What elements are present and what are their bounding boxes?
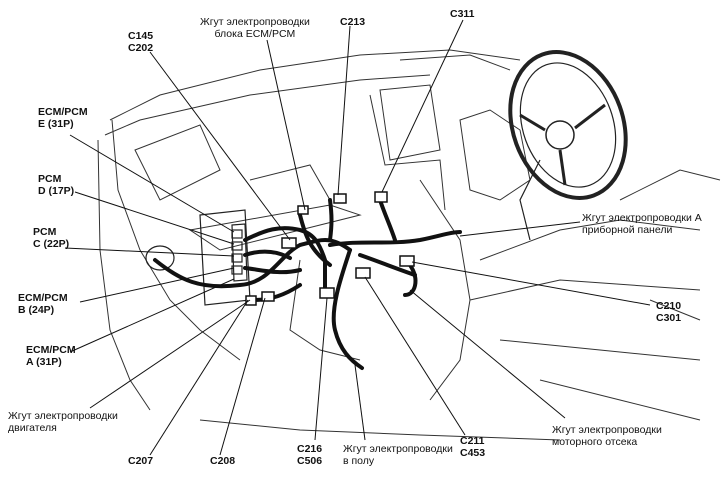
label-c311: C311	[450, 8, 475, 20]
label-engine-bay-harness: Жгут электропроводки моторного отсека	[552, 424, 662, 448]
connector-c208	[261, 291, 275, 302]
connector-c213	[333, 193, 347, 204]
label-c210-c301: C210 C301	[656, 300, 682, 324]
connector-c210-c301	[399, 255, 415, 267]
dashboard-outline	[97, 49, 721, 441]
connectors	[245, 191, 415, 306]
label-c207: C207	[128, 455, 154, 467]
label-ecm-pcm-e: ECM/PCM E (31P)	[38, 106, 88, 130]
label-ecm-harness: Жгут электропроводки блока ECM/PCM	[200, 16, 310, 40]
connector-c145-c202	[281, 237, 297, 249]
connector-mid	[297, 205, 309, 215]
label-c216-c506: C216 C506	[297, 443, 323, 467]
steering-wheel	[508, 50, 628, 241]
label-floor-harness: Жгут электропроводки в полу	[343, 443, 453, 467]
connector-c211-c453	[355, 267, 371, 279]
leader-lines	[64, 19, 651, 456]
ecm-pcm-module	[145, 209, 251, 306]
connector-c216-c506	[319, 287, 335, 299]
label-c211-c453: C211 C453	[460, 435, 486, 459]
connector-c207	[245, 295, 257, 306]
label-c213: C213	[340, 16, 366, 28]
label-c145-c202: C145 C202	[128, 30, 154, 54]
label-ecm-pcm-a: ECM/PCM A (31P)	[26, 344, 76, 368]
label-ecm-pcm-b: ECM/PCM B (24P)	[18, 292, 68, 316]
connector-c311	[374, 191, 388, 203]
label-c208: C208	[210, 455, 236, 467]
label-pcm-c: PCM C (22P)	[33, 226, 70, 250]
label-pcm-d: PCM D (17P)	[38, 173, 75, 197]
wiring-harness	[153, 198, 462, 370]
label-engine-harness: Жгут электропроводки двигателя	[8, 410, 118, 434]
label-dash-harness-a: Жгут электропроводки A приборной панели	[582, 212, 702, 236]
